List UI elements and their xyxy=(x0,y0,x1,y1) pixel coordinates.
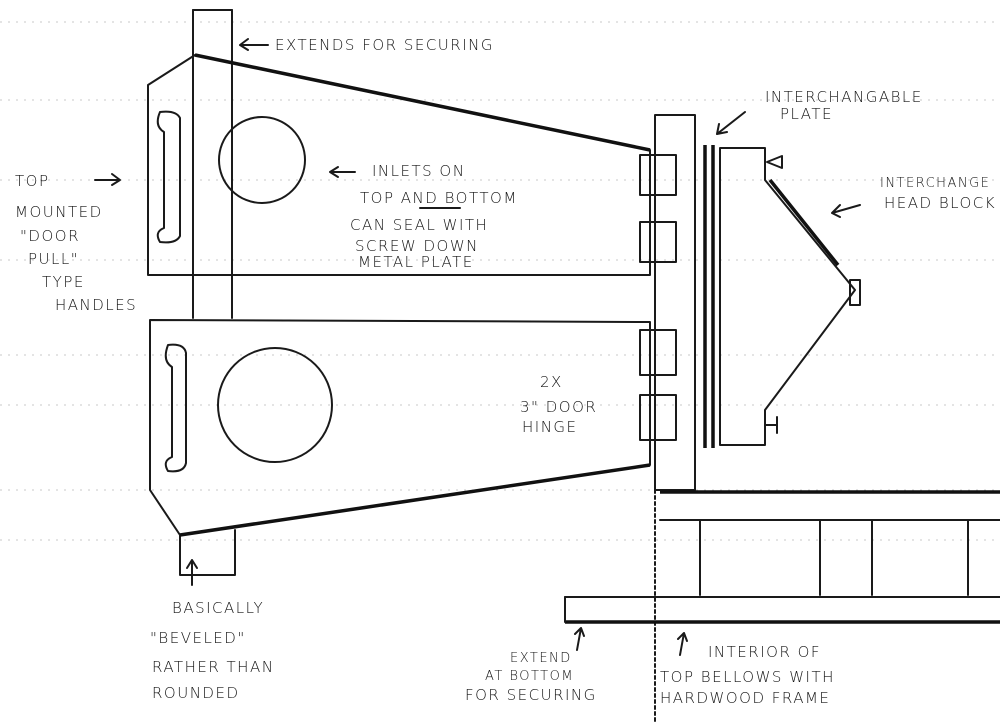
label-handles-5: TYPE xyxy=(42,273,85,291)
label-handles-6: HANDLES xyxy=(55,296,137,314)
label-hinge-1: 2X xyxy=(540,373,563,391)
label-inlets-3: CAN SEAL WITH xyxy=(350,216,488,234)
label-interior-3: HARDWOOD FRAME xyxy=(660,689,830,707)
arrow-left-icon xyxy=(831,204,861,218)
label-extends-for-securing: EXTENDS FOR SECURING xyxy=(275,36,494,54)
label-interior-1: INTERIOR OF xyxy=(708,643,821,661)
arrow-up-icon xyxy=(574,627,585,651)
label-beveled-1: BASICALLY xyxy=(172,599,264,617)
head-block xyxy=(719,147,861,446)
hardwood-frame xyxy=(564,490,1000,624)
hinge-column xyxy=(639,114,696,724)
hinge-4 xyxy=(639,394,677,441)
hinge-2 xyxy=(639,221,677,263)
label-plate-1: INTERCHANGABLE xyxy=(765,88,923,106)
upper-inlet-circle xyxy=(218,116,306,204)
label-handles-4: PULL" xyxy=(28,250,79,268)
label-beveled-4: ROUNDED xyxy=(152,684,240,702)
label-handles-2: MOUNTED xyxy=(15,203,103,221)
screw-top-icon xyxy=(766,155,783,169)
label-hinge-2: 3" DOOR xyxy=(520,398,597,416)
label-extend-bottom-3: FOR SECURING xyxy=(465,686,597,704)
label-handles-1: TOP xyxy=(15,172,50,190)
label-head-block-1: INTERCHANGE xyxy=(880,176,990,191)
arrow-left-icon xyxy=(239,38,269,51)
label-inlets-1: INLETS ON xyxy=(372,162,465,180)
label-inlets-5: METAL PLATE xyxy=(358,253,474,271)
label-interior-2: TOP BELLOWS WITH xyxy=(660,668,835,686)
label-extend-bottom-2: AT BOTTOM xyxy=(485,669,574,684)
arrow-right-icon xyxy=(94,173,121,186)
hinge-1 xyxy=(639,154,677,196)
hinge-3 xyxy=(639,329,677,376)
arrow-up-icon xyxy=(186,559,198,586)
label-plate-2: PLATE xyxy=(780,105,833,123)
arrow-down-left-icon xyxy=(716,111,746,135)
label-inlets-4: SCREW DOWN xyxy=(355,237,479,255)
interchangeable-plate xyxy=(703,145,715,448)
arrow-up-icon xyxy=(677,632,688,656)
lower-bellows-panel xyxy=(149,319,651,537)
securing-post xyxy=(179,9,236,576)
label-handles-3: "DOOR xyxy=(20,227,80,245)
lower-inlet-circle xyxy=(217,347,333,463)
label-inlets-2: TOP AND BOTTOM xyxy=(360,189,518,207)
label-beveled-2: "BEVELED" xyxy=(150,629,246,647)
upper-door-pull-handle-icon xyxy=(156,110,181,244)
arrow-left-icon xyxy=(329,166,356,178)
label-extend-bottom-1: EXTEND xyxy=(510,651,572,666)
lower-door-pull-handle-icon xyxy=(164,343,187,473)
label-hinge-3: HINGE xyxy=(522,418,578,436)
upper-bellows-panel xyxy=(147,53,651,276)
screw-bottom-icon xyxy=(764,416,778,434)
label-head-block-2: HEAD BLOCK xyxy=(884,194,996,212)
annotation-arrows xyxy=(94,38,861,656)
label-beveled-3: RATHER THAN xyxy=(152,658,274,676)
